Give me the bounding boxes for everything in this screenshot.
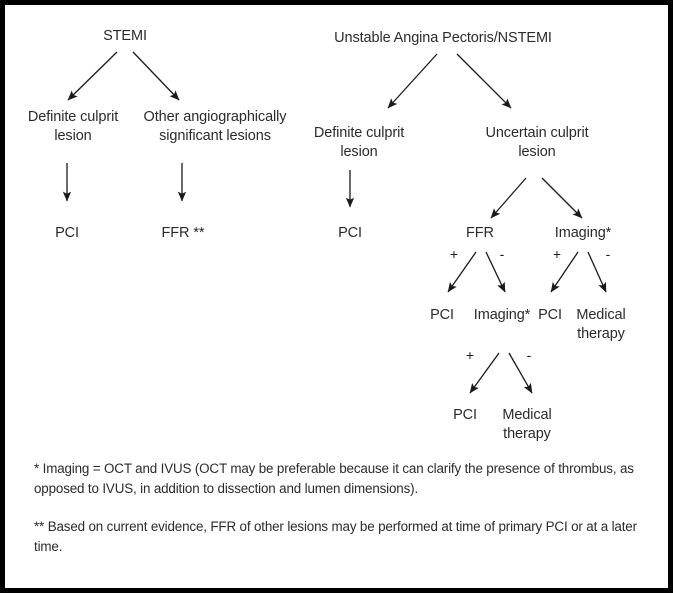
arrow-nstemi-to-uncertain — [456, 53, 512, 109]
sign-ffr-negative: - — [499, 246, 505, 262]
node-unstable-angina-nstemi: Unstable Angina Pectoris/NSTEMI — [334, 30, 552, 46]
arrow-stemi-to-definite — [67, 51, 118, 101]
sign-second-imaging-positive: + — [465, 347, 475, 363]
node-ffr-negative-imaging: Imaging* — [473, 307, 531, 323]
node-imaging: Imaging* — [554, 225, 612, 241]
footnote-single-star: * Imaging = OCT and IVUS (OCT may be pre… — [34, 461, 634, 497]
node-stemi-definite-culprit-lesion: Definite culprit lesion — [27, 109, 119, 145]
arrow-nstemi-to-definite — [387, 53, 438, 109]
node-final-pci: PCI — [453, 407, 477, 423]
node-stemi-ffr: FFR ** — [161, 225, 205, 241]
node-stemi-other-significant-lesions: Other angiographically significant lesio… — [143, 109, 287, 145]
sign-ffr-positive: + — [449, 246, 459, 262]
sign-imaging-negative: - — [605, 246, 611, 262]
node-stemi-pci: PCI — [55, 225, 79, 241]
footnote-double-star: ** Based on current evidence, FFR of oth… — [34, 519, 637, 555]
node-imaging-positive-pci: PCI — [538, 307, 562, 323]
sign-second-imaging-negative: - — [526, 347, 532, 363]
node-ffr-positive-pci: PCI — [430, 307, 454, 323]
node-ffr: FFR — [466, 225, 494, 241]
node-imaging-negative-medical-therapy: Medical therapy — [576, 307, 626, 343]
arrow-stemi-to-other — [132, 51, 180, 101]
node-nstemi-definite-culprit-lesion: Definite culprit lesion — [313, 125, 405, 161]
node-stemi: STEMI — [103, 28, 147, 44]
node-nstemi-definite-pci: PCI — [338, 225, 362, 241]
node-final-medical-therapy: Medical therapy — [502, 407, 552, 443]
arrow-layer — [62, 51, 607, 394]
arrow-uncertain-to-ffr — [490, 177, 527, 219]
arrow-uncertain-to-imaging — [541, 177, 583, 219]
sign-imaging-positive: + — [552, 246, 562, 262]
node-uncertain-culprit-lesion: Uncertain culprit lesion — [485, 125, 589, 161]
